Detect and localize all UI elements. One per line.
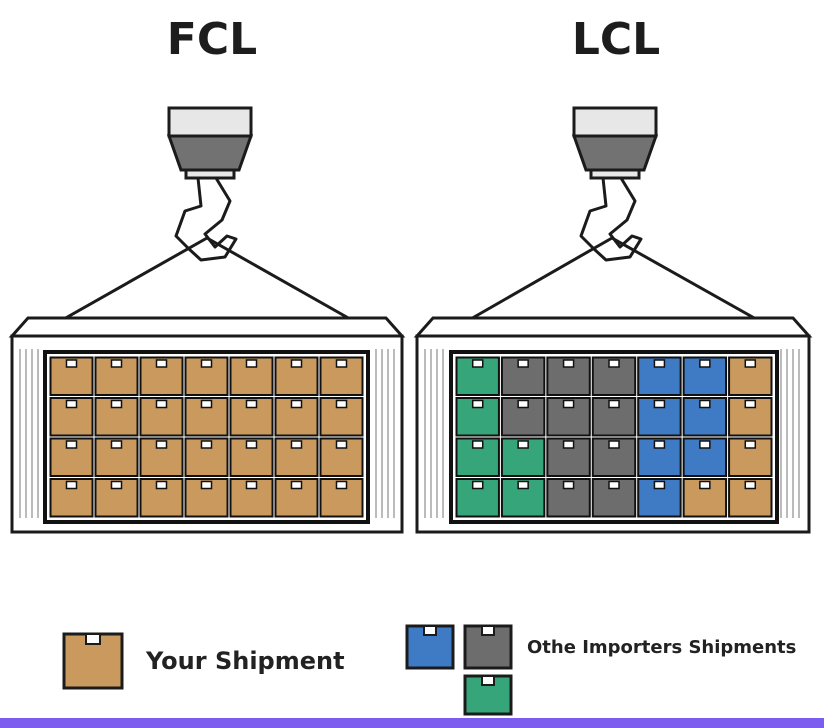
lcl-title: LCL: [572, 14, 660, 65]
fcl-cargo-box-label-3-6: [335, 480, 348, 490]
lcl-cargo-box-label-1-1: [517, 399, 529, 409]
bottom-accent-bar: [0, 718, 824, 728]
fcl-cargo-box-label-2-0: [65, 440, 78, 449]
fcl-cargo-box-label-0-4: [245, 359, 258, 368]
fcl-cargo-box-2-6: [319, 437, 364, 477]
fcl-cargo-box-2-0: [49, 437, 94, 477]
lcl-cargo-grid: [455, 356, 773, 518]
fcl-cargo-box-label-1-6: [335, 399, 348, 409]
lcl-cargo-box-label-2-3: [608, 440, 620, 449]
fcl-cargo-box-1-3: [184, 397, 229, 437]
lcl-cargo-box-label-1-5: [699, 399, 711, 409]
fcl-cargo-box-label-3-3: [200, 480, 213, 490]
fcl-cargo-box-label-2-6: [335, 440, 348, 449]
fcl-cargo-box-label-1-2: [155, 399, 168, 409]
fcl-hook-icon: [174, 176, 238, 262]
other-importer-gray-swatch-label: [481, 625, 495, 636]
fcl-cargo-box-label-3-2: [155, 480, 168, 490]
lcl-cargo-box-label-3-5: [699, 480, 711, 490]
fcl-cargo-box-label-3-0: [65, 480, 78, 490]
lcl-cargo-box-label-2-1: [517, 440, 529, 449]
fcl-cargo-box-2-5: [274, 437, 319, 477]
lcl-cargo-box-label-0-1: [517, 359, 529, 368]
fcl-cargo-grid: [49, 356, 364, 518]
lcl-cargo-box-label-3-6: [744, 480, 757, 490]
fcl-cargo-box-label-0-0: [65, 359, 78, 368]
lcl-cargo-box-label-3-1: [517, 480, 529, 490]
lcl-cargo-box-label-2-5: [699, 440, 711, 449]
fcl-cargo-box-label-1-3: [200, 399, 213, 409]
lcl-cargo-box-label-1-3: [608, 399, 620, 409]
fcl-cargo-box-label-1-4: [245, 399, 258, 409]
lcl-cargo-box-label-0-5: [699, 359, 711, 368]
fcl-cargo-box-label-2-4: [245, 440, 258, 449]
fcl-cargo-box-label-2-5: [290, 440, 303, 449]
lcl-cargo-box-2-5: [682, 437, 728, 477]
lcl-cargo-box-label-3-2: [562, 480, 575, 490]
lcl-container-assembly: [413, 106, 813, 534]
fcl-title: FCL: [167, 14, 257, 65]
your-shipment-swatch-label: [85, 633, 101, 645]
fcl-cargo-box-label-2-1: [110, 440, 123, 449]
lcl-cargo-box-3-3: [591, 478, 637, 518]
fcl-cargo-box-label-0-1: [110, 359, 123, 368]
lcl-cargo-box-label-3-3: [608, 480, 620, 490]
lcl-cargo-box-label-1-4: [653, 399, 666, 409]
fcl-cargo-box-label-0-2: [155, 359, 168, 368]
lcl-cargo-box-label-0-6: [744, 359, 757, 368]
fcl-cargo-box-label-3-1: [110, 480, 123, 490]
your-shipment-label: Your Shipment: [145, 647, 345, 675]
fcl-cargo-box-label-3-4: [245, 480, 258, 490]
other-importer-green-swatch-label: [481, 675, 495, 686]
lcl-cargo-box-label-2-0: [471, 440, 484, 449]
lcl-cargo-box-label-0-2: [562, 359, 575, 368]
fcl-cargo-box-3-0: [49, 478, 94, 518]
other-shipments-label: Othe Importers Shipments: [527, 637, 796, 658]
other-importer-blue-swatch-label: [423, 625, 437, 636]
fcl-cargo-box-label-3-5: [290, 480, 303, 490]
fcl-cargo-box-label-1-5: [290, 399, 303, 409]
fcl-cargo-box-label-0-5: [290, 359, 303, 368]
fcl-cargo-box-label-0-3: [200, 359, 213, 368]
fcl-cargo-box-label-1-1: [110, 399, 123, 409]
fcl-cargo-box-label-1-0: [65, 399, 78, 409]
lcl-cargo-box-label-2-4: [653, 440, 666, 449]
lcl-cargo-box-label-2-2: [562, 440, 575, 449]
legend: Your Shipment Othe Importers Shipments: [62, 624, 796, 716]
fcl-cargo-box-3-4: [229, 478, 274, 518]
lcl-cargo-box-label-3-4: [653, 480, 666, 490]
lcl-cargo-box-label-1-6: [744, 399, 757, 409]
lcl-cargo-box-label-0-4: [653, 359, 666, 368]
lcl-cargo-box-2-2: [546, 437, 591, 477]
lcl-hook-icon: [579, 176, 643, 262]
fcl-crane-hoist: [47, 106, 367, 330]
lcl-cargo-box-label-1-0: [471, 399, 484, 409]
lcl-cargo-box-label-0-0: [471, 359, 484, 368]
lcl-shipping-container: [413, 316, 813, 534]
lcl-cargo-box-label-0-3: [608, 359, 620, 368]
fcl-cargo-box-label-0-6: [335, 359, 348, 368]
fcl-cargo-box-1-6: [319, 397, 364, 437]
fcl-container-assembly: [8, 106, 406, 534]
lcl-cargo-box-label-2-6: [744, 440, 757, 449]
lcl-cargo-box-label-3-0: [471, 480, 484, 490]
fcl-cargo-box-label-2-2: [155, 440, 168, 449]
fcl-cargo-box-label-2-3: [200, 440, 213, 449]
lcl-cargo-box-label-1-2: [562, 399, 575, 409]
lcl-cargo-box-0-4: [637, 356, 682, 396]
fcl-shipping-container: [8, 316, 406, 534]
lcl-crane-hoist: [454, 106, 773, 330]
